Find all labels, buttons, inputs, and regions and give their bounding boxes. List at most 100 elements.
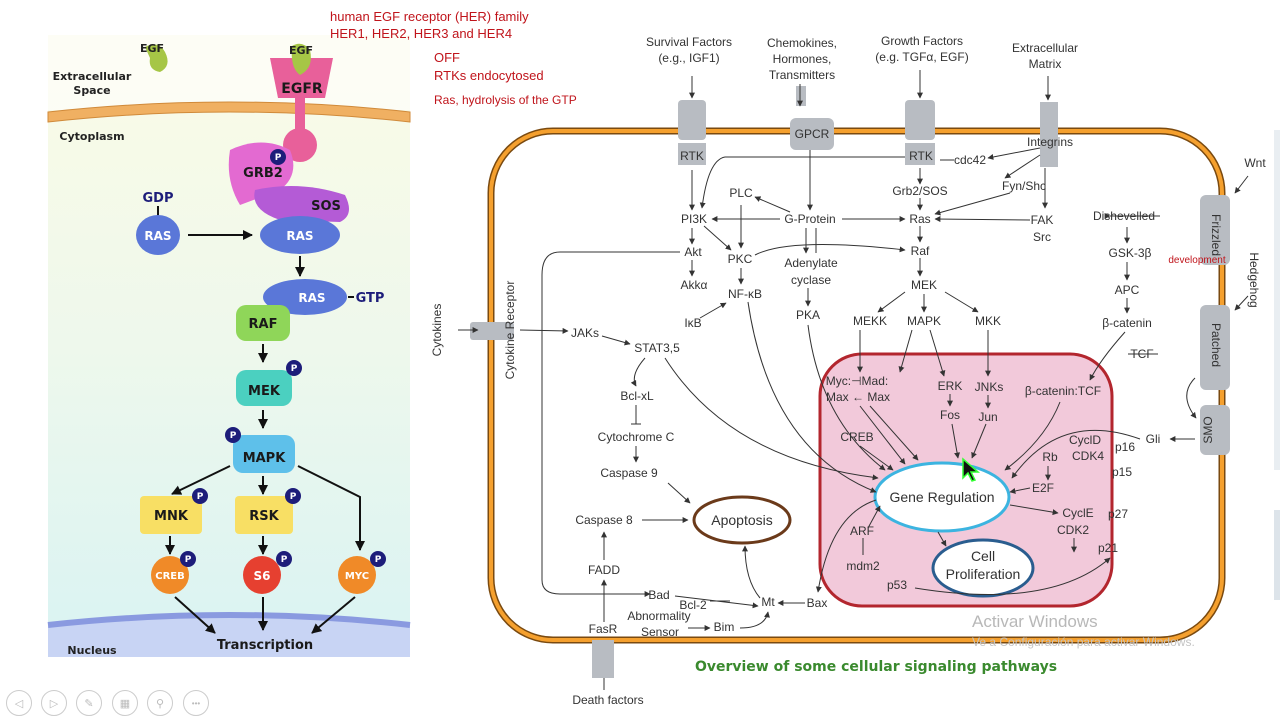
raf-protein	[236, 305, 290, 341]
svg-text:P: P	[275, 153, 282, 163]
svg-text:MEK: MEK	[248, 384, 281, 399]
creb-protein	[151, 556, 189, 594]
svg-text:Caspase 9: Caspase 9	[600, 466, 658, 480]
svg-text:p53: p53	[887, 578, 907, 592]
svg-text:FasR: FasR	[589, 622, 618, 636]
svg-text:P: P	[375, 555, 382, 565]
svg-text:p15: p15	[1112, 465, 1132, 479]
svg-text:E2F: E2F	[1032, 481, 1054, 495]
svg-text:Bad: Bad	[648, 588, 669, 602]
svg-text:MNK: MNK	[154, 509, 189, 524]
mek-protein	[236, 370, 292, 406]
svg-text:Adenylate: Adenylate	[784, 256, 838, 270]
svg-text:Fos: Fos	[940, 408, 960, 422]
svg-text:CyclD: CyclD	[1069, 433, 1101, 447]
svg-text:Patched: Patched	[1209, 323, 1223, 367]
svg-text:RSK: RSK	[249, 509, 279, 524]
svg-text:MKK: MKK	[975, 314, 1001, 328]
svg-text:GDP: GDP	[143, 191, 174, 206]
svg-text:RTK: RTK	[909, 149, 933, 163]
svg-text:JNKs: JNKs	[975, 380, 1004, 394]
svg-text:FAK: FAK	[1031, 213, 1054, 227]
svg-text:MEKK: MEKK	[853, 314, 887, 328]
previous-slide-icon[interactable]: ◁	[6, 690, 32, 716]
svg-text:GPCR: GPCR	[795, 127, 830, 141]
svg-text:Bcl-2: Bcl-2	[679, 598, 707, 612]
svg-text:S6: S6	[254, 569, 271, 583]
pen-icon[interactable]: ✎	[76, 690, 102, 716]
svg-text:cdc42: cdc42	[954, 153, 986, 167]
svg-text:Rb: Rb	[1042, 450, 1058, 464]
svg-text:Gli: Gli	[1146, 432, 1161, 446]
svg-text:Mt: Mt	[761, 595, 775, 609]
svg-text:Death factors: Death factors	[572, 693, 643, 707]
svg-text:Ras, hydrolysis of the GTP: Ras, hydrolysis of the GTP	[434, 93, 577, 107]
svg-text:cyclase: cyclase	[791, 273, 831, 287]
svg-text:Akt: Akt	[684, 245, 702, 259]
svg-text:Hedgehog: Hedgehog	[1247, 252, 1261, 307]
svg-text:p21: p21	[1098, 541, 1118, 555]
svg-text:(e.g. TGFα, EGF): (e.g. TGFα, EGF)	[875, 50, 968, 64]
svg-text:Ras: Ras	[909, 212, 930, 226]
svg-text:Hormones,: Hormones,	[773, 52, 832, 66]
svg-text:APC: APC	[1115, 283, 1140, 297]
svg-text:Max ← Max: Max ← Max	[826, 390, 890, 404]
egf-ligand	[145, 44, 168, 72]
svg-text:Apoptosis: Apoptosis	[711, 512, 772, 528]
svg-text:CREB: CREB	[840, 430, 873, 444]
svg-text:Grb2/SOS: Grb2/SOS	[892, 184, 947, 198]
svg-text:RAS: RAS	[286, 229, 313, 243]
svg-text:EGF: EGF	[140, 42, 164, 55]
svg-text:Cytokines: Cytokines	[430, 304, 444, 357]
svg-text:ERK: ERK	[938, 379, 963, 393]
svg-text:Nucleus: Nucleus	[67, 644, 117, 657]
svg-text:Extracellular: Extracellular	[53, 70, 132, 83]
svg-text:NF-κB: NF-κB	[728, 287, 762, 301]
svg-text:Jun: Jun	[978, 410, 997, 424]
zoom-icon[interactable]: ⚲	[147, 690, 173, 716]
svg-text:FADD: FADD	[588, 563, 620, 577]
slides-grid-icon[interactable]: ▦	[112, 690, 138, 716]
svg-text:P: P	[197, 492, 204, 502]
svg-text:OFF: OFF	[434, 50, 460, 65]
svg-text:CREB: CREB	[155, 571, 185, 582]
next-slide-icon[interactable]: ▷	[41, 690, 67, 716]
svg-text:Gene Regulation: Gene Regulation	[889, 489, 994, 505]
activation-watermark-subtitle: Ve a Configuración para activar Windows.	[972, 635, 1195, 649]
svg-text:Akkα: Akkα	[681, 278, 708, 292]
svg-text:Matrix: Matrix	[1029, 57, 1062, 71]
svg-text:MAPK: MAPK	[907, 314, 941, 328]
svg-text:Bim: Bim	[714, 620, 735, 634]
cell-signaling-overview-diagram: RTK GPCR RTK Integrins Frizzled Patched …	[430, 34, 1266, 707]
svg-text:Space: Space	[73, 84, 110, 97]
svg-text:Proliferation: Proliferation	[946, 566, 1021, 582]
rsk-protein	[235, 496, 293, 534]
sos-protein	[254, 186, 349, 222]
svg-text:Cytokine Receptor: Cytokine Receptor	[503, 281, 517, 380]
svg-text:MEK: MEK	[911, 278, 937, 292]
svg-text:Bax: Bax	[807, 596, 828, 610]
svg-text:Integrins: Integrins	[1027, 135, 1073, 149]
svg-text:Extracellular: Extracellular	[1012, 41, 1078, 55]
svg-text:mdm2: mdm2	[846, 559, 880, 573]
svg-text:PI3K: PI3K	[681, 212, 707, 226]
svg-text:P: P	[185, 555, 192, 565]
svg-text:Cytoplasm: Cytoplasm	[59, 130, 124, 143]
svg-text:Transmitters: Transmitters	[769, 68, 835, 82]
svg-text:PKC: PKC	[728, 252, 753, 266]
svg-text:SMO: SMO	[1201, 416, 1215, 443]
svg-text:ARF: ARF	[850, 524, 874, 538]
svg-text:Growth Factors: Growth Factors	[881, 34, 963, 48]
svg-text:HER1, HER2, HER3 and HER4: HER1, HER2, HER3 and HER4	[330, 26, 512, 41]
svg-text:GTP: GTP	[356, 291, 385, 306]
mapk-protein	[233, 435, 295, 473]
more-options-icon[interactable]: •••	[183, 690, 209, 716]
svg-text:p27: p27	[1108, 507, 1128, 521]
svg-text:EGF: EGF	[289, 44, 313, 57]
svg-text:RTKs endocytosed: RTKs endocytosed	[434, 68, 544, 83]
svg-text:Cytochrome C: Cytochrome C	[598, 430, 675, 444]
svg-text:PKA: PKA	[796, 308, 820, 322]
cell-proliferation-node	[931, 538, 1035, 598]
svg-text:P: P	[230, 431, 237, 441]
